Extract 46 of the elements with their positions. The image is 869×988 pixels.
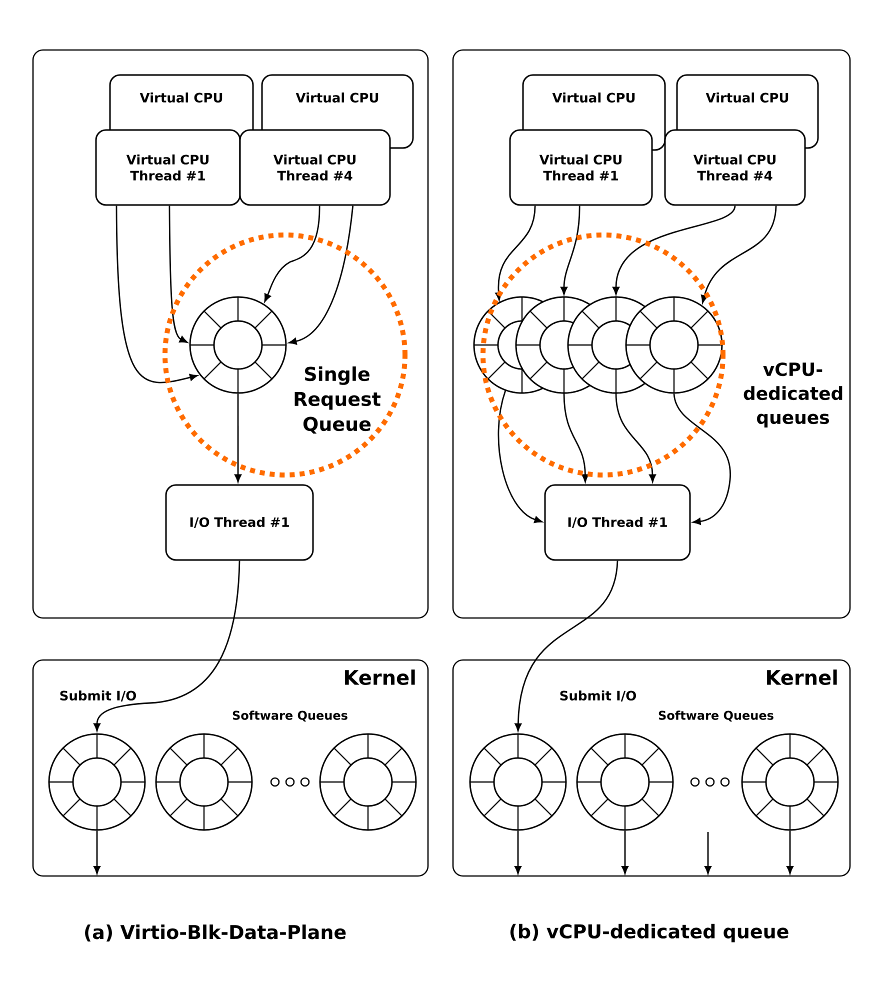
queue-ring: [625, 296, 723, 394]
arrow: [622, 830, 628, 874]
thread-box: Virtual CPU Thread #1: [509, 129, 653, 206]
arrow: [168, 206, 188, 343]
thread-box: I/O Thread #1: [544, 484, 691, 561]
arrow: [673, 394, 731, 525]
arrow: [560, 206, 580, 295]
arrow: [563, 393, 589, 482]
queue-label: vCPU-dedicated queues: [744, 362, 842, 428]
arrow: [514, 560, 618, 732]
queue-ring: [473, 296, 544, 394]
arrow: [495, 206, 536, 300]
thread-box: I/O Thread #1: [165, 484, 314, 561]
arrow: [498, 390, 542, 523]
queue-ring: [319, 733, 417, 831]
thread-box: Virtual CPU Thread #4: [239, 129, 391, 206]
arrow: [786, 830, 794, 874]
label: Software Queues: [658, 710, 774, 722]
label: Software Queues: [232, 710, 348, 722]
caption: (a) Virtio-Blk-Data-Plane: [85, 924, 346, 942]
queue-ring: [155, 733, 253, 831]
container-box: [32, 49, 429, 619]
queue-ring: [576, 733, 674, 831]
arrow: [514, 830, 522, 874]
arrow: [615, 393, 656, 482]
queue-ring: [469, 733, 567, 831]
thread-box: Virtual CPU Thread #1: [95, 129, 241, 206]
arrow: [612, 206, 736, 295]
thread-box: Virtual CPU Thread #4: [664, 129, 806, 206]
queue-label: Single Request Queue: [294, 366, 380, 434]
queue-ring: [189, 296, 287, 394]
caption: (b) vCPU-dedicated queue: [510, 924, 788, 942]
arrow: [116, 206, 198, 384]
container-box: [452, 49, 851, 619]
edge-label: Submit I/O: [560, 690, 636, 702]
queue-ring: [515, 296, 590, 394]
arrow: [234, 394, 242, 482]
arrow: [94, 830, 100, 874]
arrow: [288, 206, 354, 345]
queue-ring: [741, 733, 839, 831]
arrow: [264, 206, 320, 302]
queue-ring: [567, 296, 646, 394]
arrow: [94, 560, 240, 732]
edge-label: Submit I/O: [60, 690, 136, 702]
queue-ring: [48, 733, 146, 831]
arrow: [701, 206, 777, 304]
